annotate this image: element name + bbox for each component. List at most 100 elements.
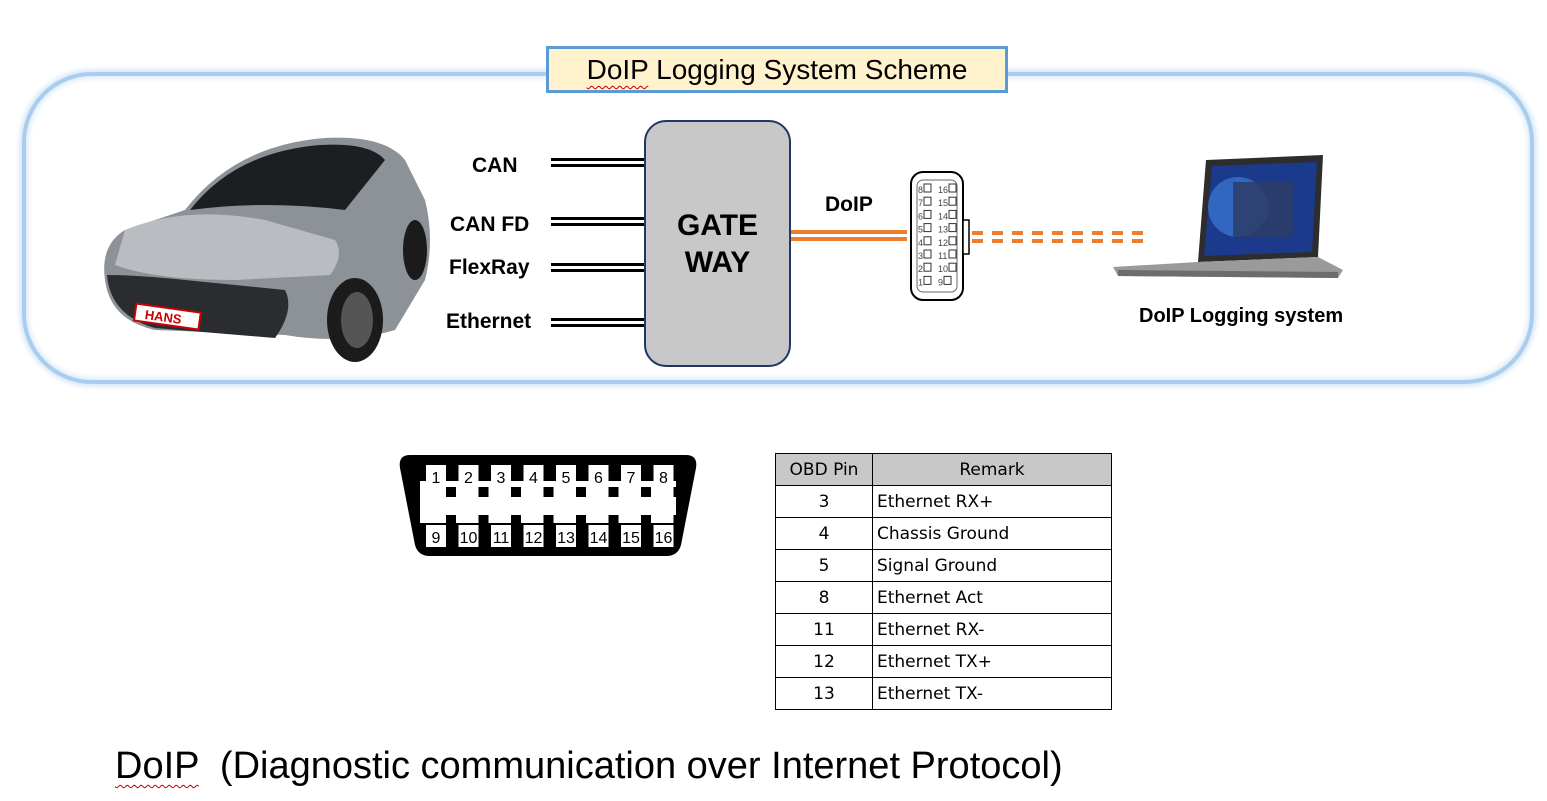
pin-label: 5 — [562, 470, 571, 487]
bus-label-canfd: CAN FD — [450, 213, 530, 236]
pin-square — [923, 183, 932, 193]
canfd-line — [551, 217, 644, 226]
pin-number: 2 — [918, 264, 923, 274]
pin-square — [948, 196, 957, 206]
pin-box — [458, 525, 479, 547]
pin-key — [478, 515, 489, 525]
car-badge-text: HANS — [144, 307, 183, 327]
remark-cell: Ethernet RX+ — [872, 485, 1112, 518]
pin-square — [948, 262, 957, 272]
pin-number: 1 — [918, 277, 923, 287]
pin-key — [478, 487, 489, 497]
header-remark: Remark — [872, 453, 1112, 486]
title-acronym: DoIP — [586, 54, 649, 85]
pin-label: 13 — [557, 530, 575, 547]
pin-key — [641, 487, 651, 497]
ethernet-line — [551, 318, 644, 327]
pin-label: 11 — [493, 530, 510, 547]
pin-box — [458, 465, 479, 487]
pin-label: 16 — [655, 530, 673, 547]
car-image: HANS — [104, 137, 431, 362]
pin-key — [543, 515, 554, 525]
pin-key — [608, 487, 619, 497]
pin-key — [543, 487, 554, 497]
doip-dashed-link — [972, 231, 1144, 243]
pin-box — [556, 525, 576, 547]
pin-number: 11 — [938, 251, 947, 261]
pin-cell: 3 — [775, 485, 873, 518]
pin-cell: 5 — [775, 549, 873, 582]
remark-cell: Signal Ground — [872, 549, 1112, 582]
pin-number: 7 — [918, 198, 923, 208]
pin-number: 16 — [938, 185, 948, 195]
remark-cell: Ethernet RX- — [872, 613, 1112, 646]
pin-square — [948, 209, 957, 219]
doip-line — [791, 230, 907, 241]
pin-box — [426, 525, 446, 547]
can-line — [551, 158, 644, 167]
pin-cell: 13 — [775, 677, 873, 710]
pin-cell: 4 — [775, 517, 873, 550]
pin-label: 2 — [464, 470, 473, 487]
pin-number: 4 — [918, 238, 923, 248]
footer-acronym: DoIP — [115, 745, 199, 787]
pin-label: 6 — [594, 470, 603, 487]
pin-key — [511, 515, 521, 525]
pin-label: 7 — [627, 470, 636, 487]
pin-square — [923, 262, 932, 272]
header-obd-pin: OBD Pin — [775, 453, 873, 486]
pin-label: 15 — [622, 530, 640, 547]
bus-label-can: CAN — [472, 154, 518, 177]
footer-caption: DoIP (Diagnostic communication over Inte… — [115, 745, 1063, 788]
pin-key — [576, 487, 586, 497]
pin-square — [923, 249, 932, 259]
flexray-line — [551, 263, 644, 272]
pin-label: 3 — [497, 470, 506, 487]
pin-key — [576, 515, 586, 525]
pin-cell: 11 — [775, 613, 873, 646]
scheme-title: DoIP Logging System Scheme — [546, 46, 1008, 93]
remark-cell: Ethernet TX- — [872, 677, 1112, 710]
pin-square — [948, 183, 957, 193]
pin-box — [621, 465, 641, 487]
pin-label: 14 — [590, 530, 608, 547]
pin-key — [673, 515, 684, 525]
pin-box — [523, 465, 544, 487]
pin-box — [653, 465, 674, 487]
pin-cell: 8 — [775, 581, 873, 614]
pin-square — [923, 209, 932, 219]
footer-text: (Diagnostic communication over Internet … — [198, 745, 1063, 787]
pin-label: 9 — [432, 530, 441, 547]
doip-label: DoIP — [825, 193, 873, 216]
pin-key — [673, 487, 684, 497]
pin-box — [621, 525, 641, 547]
pin-square — [948, 236, 957, 246]
remark-cell: Chassis Ground — [872, 517, 1112, 550]
pin-number: 6 — [918, 211, 923, 221]
pin-number: 3 — [918, 251, 923, 261]
pin-label: 4 — [529, 470, 538, 487]
pin-number: 13 — [938, 225, 948, 235]
pin-number: 12 — [938, 238, 948, 248]
pin-cell: 12 — [775, 645, 873, 678]
remark-cell: Ethernet Act — [872, 581, 1112, 614]
pin-square — [948, 249, 957, 259]
pin-box — [588, 465, 609, 487]
pin-square — [943, 275, 952, 285]
car-badge — [132, 302, 202, 331]
laptop-label: DoIP Logging system — [1139, 305, 1344, 327]
pin-key — [446, 515, 456, 525]
pin-square — [923, 236, 932, 246]
pin-box — [556, 465, 576, 487]
pin-box — [491, 465, 511, 487]
pin-label: 10 — [460, 530, 478, 547]
